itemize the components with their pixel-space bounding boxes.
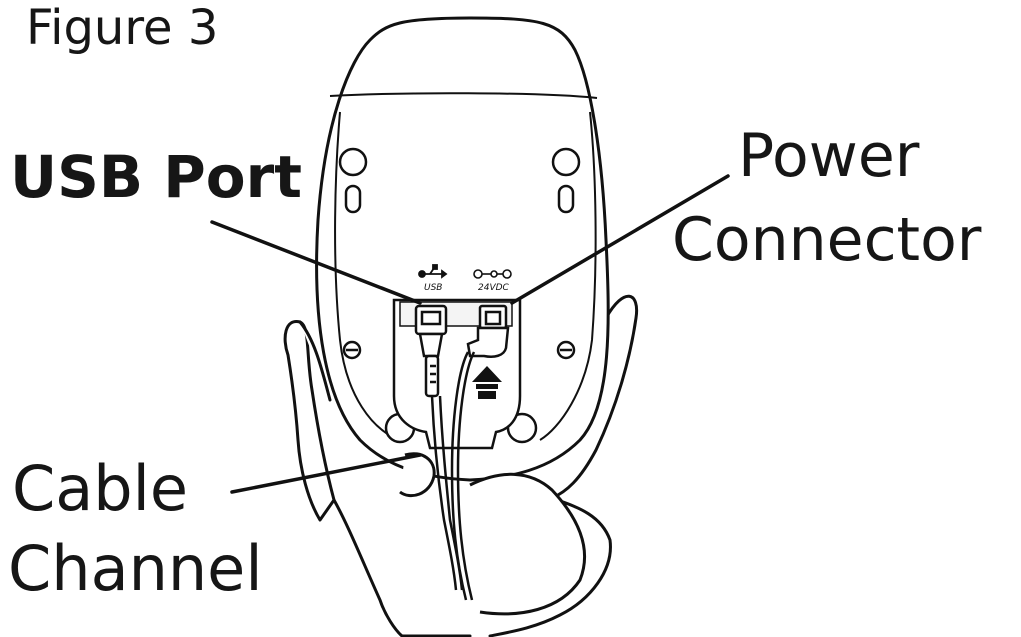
power-cable <box>450 351 476 601</box>
left-hand <box>283 320 472 637</box>
usb-marking: USB <box>424 283 442 293</box>
scanner-stand <box>315 16 610 482</box>
usb-symbol-icon <box>418 264 448 279</box>
cable-channel-leader <box>230 453 422 494</box>
dc-polarity-icon <box>473 269 512 279</box>
power-connector-plug <box>466 304 510 358</box>
insert-arrow-icon <box>472 366 502 399</box>
cable-channel-label-line2: Channel <box>8 532 263 605</box>
power-marking: 24VDC <box>478 283 510 293</box>
usb-port-leader <box>210 220 422 305</box>
power-connector-label-line1: Power <box>738 121 920 191</box>
usb-connector <box>414 304 448 398</box>
power-connector-leader <box>510 174 730 305</box>
usb-port-label: USB Port <box>10 143 302 211</box>
leader-lines <box>210 174 730 494</box>
power-connector-label-line2: Connector <box>672 205 982 275</box>
thumb-over-cables <box>399 452 587 616</box>
cable-channel-label-line1: Cable <box>12 452 189 525</box>
figure-title: Figure 3 <box>26 0 219 56</box>
